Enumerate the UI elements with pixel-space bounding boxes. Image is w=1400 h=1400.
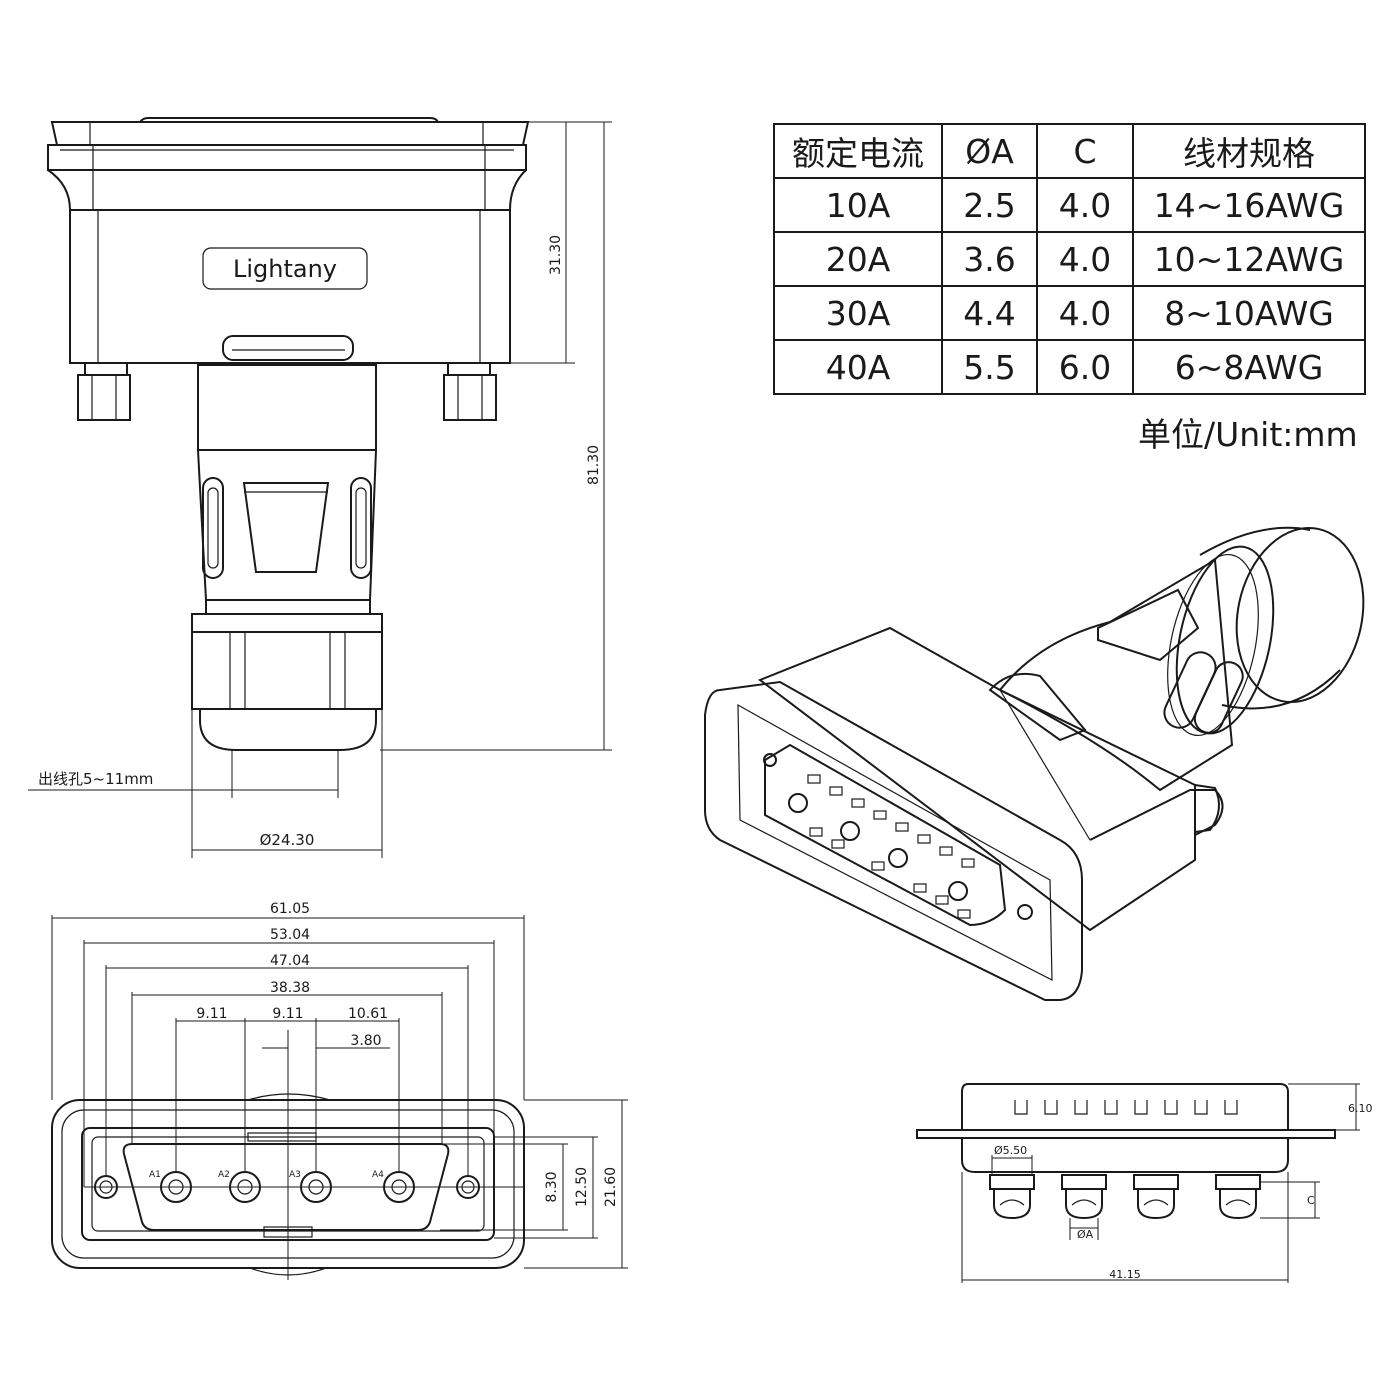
dim-911-a: 9.11	[196, 1006, 227, 1022]
cell-c: 4.0	[1036, 285, 1134, 341]
cell-current: 20A	[773, 231, 943, 287]
hood-body	[69, 209, 511, 364]
dim-911-b: 9.11	[272, 1006, 303, 1022]
cell-current: 40A	[773, 339, 943, 395]
side-view: Lightany 3	[28, 117, 612, 858]
spec-table: 额定电流 ØA C 线材规格 10A 2.5 4.0 14~16AWG 20A …	[773, 123, 1366, 395]
cell-c: 4.0	[1036, 231, 1134, 287]
dim-1061: 10.61	[348, 1006, 388, 1022]
iso-insert	[764, 743, 1007, 927]
gland-window	[242, 482, 330, 573]
table-row: 40A 5.5 6.0 6~8AWG	[773, 339, 1366, 395]
flange-collar	[47, 144, 527, 171]
dim-a: ØA	[1077, 1228, 1094, 1241]
cell-current: 10A	[773, 177, 943, 233]
header-dia-a: ØA	[941, 123, 1038, 179]
cable-clip-tab	[222, 335, 354, 361]
dim-outer-dia: Ø24.30	[260, 831, 315, 849]
bottom-hood	[961, 1083, 1289, 1131]
dim-1250: 12.50	[574, 1167, 590, 1207]
cell-dia-a: 2.5	[941, 177, 1038, 233]
dim-550: Ø5.50	[994, 1144, 1027, 1157]
front-view: A1 A2 A3 A4 61.05 53.04 47.04 38.38 9.11…	[51, 901, 628, 1280]
dim-610: 6.10	[1348, 1102, 1373, 1115]
header-wire-spec: 线材规格	[1132, 123, 1366, 179]
header-c: C	[1036, 123, 1134, 179]
iso-hood	[757, 626, 1196, 932]
table-row: 10A 2.5 4.0 14~16AWG	[773, 177, 1366, 233]
iso-gland-body	[998, 558, 1234, 792]
hex-nut	[191, 613, 383, 710]
bottom-insert	[961, 1138, 1289, 1173]
gland-cap	[199, 708, 377, 751]
isometric-view	[704, 526, 1365, 1001]
screw-right-head	[447, 362, 491, 376]
cell-current: 30A	[773, 285, 943, 341]
cell-c: 4.0	[1036, 177, 1134, 233]
body-shoulder	[47, 169, 527, 211]
gland-body	[196, 449, 378, 601]
dim-380: 3.80	[350, 1033, 381, 1049]
dim-53: 53.04	[270, 927, 310, 943]
dim-c: C	[1307, 1194, 1315, 1207]
cell-dia-a: 5.5	[941, 339, 1038, 395]
bottom-view: 6.10 Ø5.50 C ØA 41.15	[916, 1083, 1373, 1283]
cell-wire: 8~10AWG	[1132, 285, 1366, 341]
top-flange	[50, 121, 530, 146]
d-sub-insert	[122, 1143, 450, 1231]
iso-flange	[704, 680, 1083, 1001]
cell-wire: 14~16AWG	[1132, 177, 1366, 233]
top-lip	[139, 117, 439, 123]
bottom-contact-1	[989, 1174, 1035, 1220]
dim-61: 61.05	[270, 901, 310, 917]
screw-left	[77, 374, 131, 421]
spec-table-header: 额定电流 ØA C 线材规格	[773, 123, 1366, 179]
cell-dia-a: 3.6	[941, 231, 1038, 287]
dim-height-short: 31.30	[548, 235, 564, 275]
dim-height-total: 81.30	[586, 445, 602, 485]
iso-gland-nut	[1235, 526, 1365, 704]
outlet-label: 出线孔5~11mm	[38, 770, 153, 788]
pin-label-a3: A3	[289, 1170, 301, 1180]
pin-label-a2: A2	[218, 1170, 230, 1180]
table-row: 20A 3.6 4.0 10~12AWG	[773, 231, 1366, 287]
dim-4115: 41.15	[1109, 1268, 1141, 1281]
dim-2160: 21.60	[603, 1167, 619, 1207]
pin-label-a1: A1	[149, 1170, 161, 1180]
bottom-contact-2	[1061, 1174, 1107, 1220]
dim-830: 8.30	[544, 1171, 560, 1202]
unit-label: 单位/Unit:mm	[1138, 415, 1358, 454]
bottom-flange	[916, 1129, 1336, 1139]
pin-label-a4: A4	[372, 1170, 384, 1180]
dim-47: 47.04	[270, 953, 310, 969]
header-rated-current: 额定电流	[773, 123, 943, 179]
logo-badge	[202, 247, 368, 290]
screw-right	[443, 374, 497, 421]
seal-ring	[205, 599, 371, 615]
dim-38: 38.38	[270, 980, 310, 996]
cell-dia-a: 4.4	[941, 285, 1038, 341]
bottom-contact-3	[1133, 1174, 1179, 1220]
cell-wire: 6~8AWG	[1132, 339, 1366, 395]
bottom-contact-4	[1215, 1174, 1261, 1220]
cable-neck	[197, 364, 377, 451]
cell-wire: 10~12AWG	[1132, 231, 1366, 287]
table-row: 30A 4.4 4.0 8~10AWG	[773, 285, 1366, 341]
brand-logo: Lightany	[233, 255, 337, 283]
screw-left-head	[84, 362, 128, 376]
cell-c: 6.0	[1036, 339, 1134, 395]
